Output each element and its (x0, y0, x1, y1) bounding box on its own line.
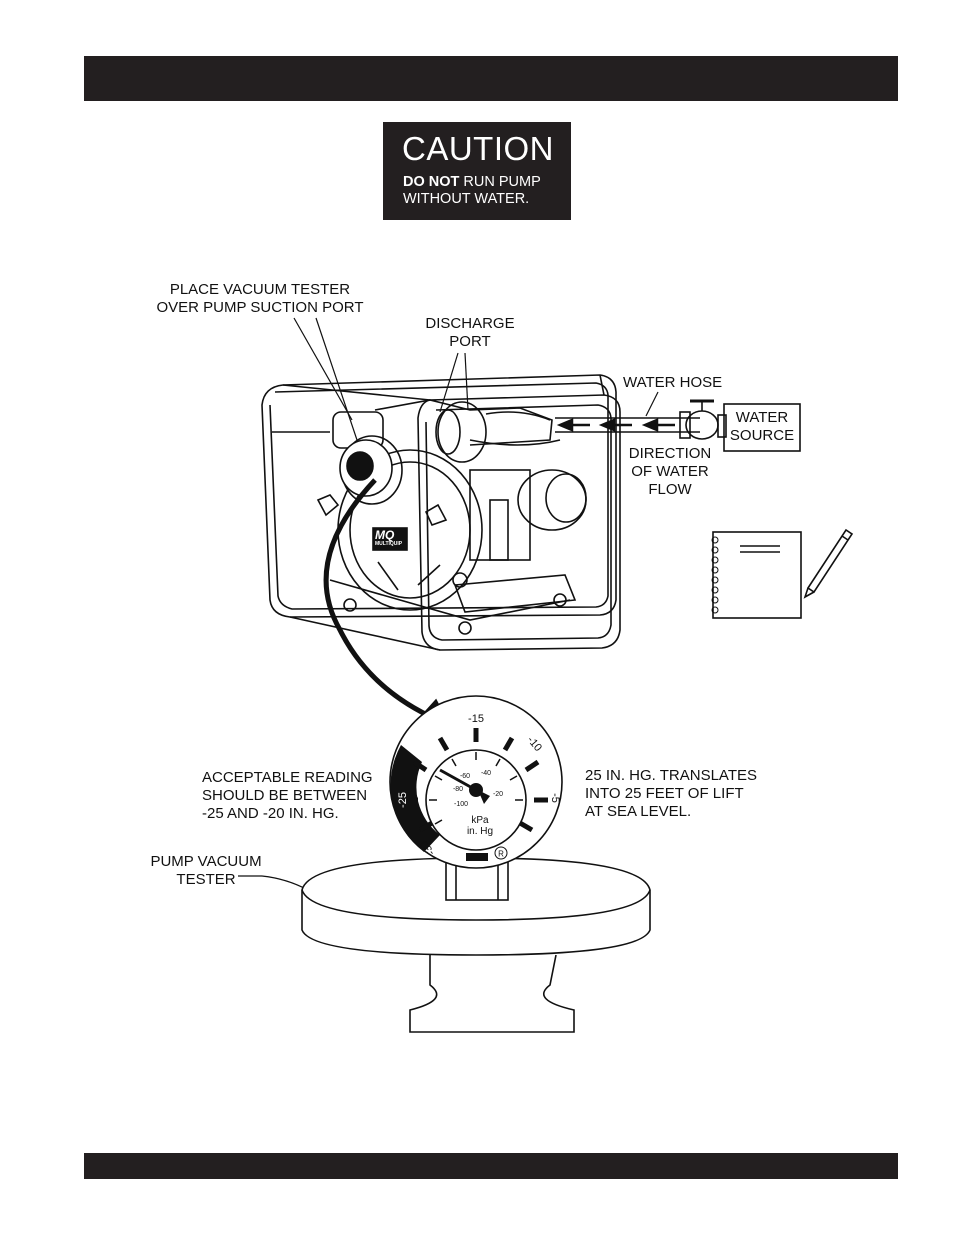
label-pump-vacuum-tester: PUMP VACUUM TESTER (140, 853, 272, 889)
gauge-maker-logo (466, 853, 488, 861)
suction-port (339, 439, 393, 497)
label-tester-line-1: PUMP VACUUM (150, 853, 262, 870)
caution-title: CAUTION (402, 130, 554, 167)
pump-logo-text: MQ MULTIQUIP (375, 529, 402, 548)
label-water-hose: WATER HOSE (623, 374, 723, 391)
header-bar (84, 56, 898, 101)
tick-label-inhg-5: -5 (549, 793, 561, 803)
gauge-inner-dial (425, 749, 527, 851)
label-water-source: WATER SOURCE (726, 409, 798, 445)
tick-label-kpa-80: -80 (453, 786, 463, 793)
label-direction-of-flow: DIRECTION OF WATER FLOW (616, 445, 724, 499)
caution-line-1: DO NOT RUN PUMP (403, 174, 541, 190)
label-discharge-port-line-2: PORT (449, 333, 491, 350)
tick-label-inhg-25: -25 (397, 792, 409, 808)
caution-line-2: WITHOUT WATER. (403, 191, 530, 207)
label-translation-line-1: 25 IN. HG. TRANSLATES (585, 767, 757, 784)
label-vacuum-tester-line-1: PLACE VACUUM TESTER (169, 281, 351, 298)
label-lift-translation: 25 IN. HG. TRANSLATES INTO 25 FEET OF LI… (585, 767, 757, 821)
label-acceptable-line-2: SHOULD BE BETWEEN (202, 787, 368, 804)
footer-bar (84, 1153, 898, 1179)
caution-do-not: DO NOT (403, 174, 460, 190)
label-water-source-line-2: SOURCE (729, 427, 795, 444)
pump-body (316, 399, 587, 635)
gauge-unit-inhg: in. Hg (467, 826, 493, 837)
gauge-unit-kpa: kPa (471, 815, 489, 826)
label-tester-line-2: TESTER (176, 871, 236, 888)
pump-frame (261, 374, 621, 651)
label-acceptable-line-1: ACCEPTABLE READING (202, 769, 373, 786)
tick-label-kpa-40: -40 (481, 770, 491, 777)
tick-label-kpa-20: -20 (493, 791, 503, 798)
label-translation-line-2: INTO 25 FEET OF LIFT (585, 785, 744, 802)
gauge-tick-marks (404, 728, 548, 833)
registered-mark-icon (494, 846, 508, 860)
label-water-source-line-1: WATER (735, 409, 789, 426)
leader-lines (238, 317, 659, 906)
registered-mark-letter: R (498, 850, 504, 859)
caution-run-pump: RUN PUMP (459, 174, 541, 190)
label-direction-line-1: DIRECTION (628, 445, 712, 462)
pump-logo-sub: MULTIQUIP (375, 541, 403, 547)
label-direction-line-3: FLOW (648, 481, 692, 498)
flow-arrows (556, 418, 675, 432)
gauge-needle-tail (478, 790, 490, 804)
caution-box: CAUTION DO NOT RUN PUMP WITHOUT WATER. (383, 122, 571, 220)
water-source-box (723, 403, 801, 452)
pump-logo-brand: MQ (375, 528, 395, 542)
vacuum-gauge: -15 -10 -5 -20 -25 -30 -40 -60 -80 -100 … (389, 695, 563, 869)
label-translation-line-3: AT SEA LEVEL. (585, 803, 692, 820)
mq-logo (372, 527, 408, 551)
label-acceptable-line-3: -25 AND -20 IN. HG. (202, 805, 339, 822)
label-vacuum-tester-line-2: OVER PUMP SUCTION PORT (156, 299, 364, 316)
label-direction-line-2: OF WATER (631, 463, 709, 480)
gauge-inner-ticks (429, 752, 523, 825)
tick-label-kpa-100: -100 (454, 801, 468, 808)
notepad-icon (711, 531, 802, 619)
water-hose (555, 417, 700, 433)
tester-stand (301, 857, 651, 1033)
water-valve-icon (679, 399, 727, 440)
pencil-icon (803, 528, 854, 599)
label-acceptable-reading: ACCEPTABLE READING SHOULD BE BETWEEN -25… (202, 769, 373, 823)
label-discharge-port: DISCHARGE PORT (415, 315, 525, 351)
tick-label-kpa-60: -60 (460, 773, 470, 780)
tick-label-inhg-15: -15 (468, 713, 484, 725)
label-discharge-port-line-1: DISCHARGE (425, 315, 515, 332)
label-vacuum-tester: PLACE VACUUM TESTER OVER PUMP SUCTION PO… (150, 281, 370, 317)
